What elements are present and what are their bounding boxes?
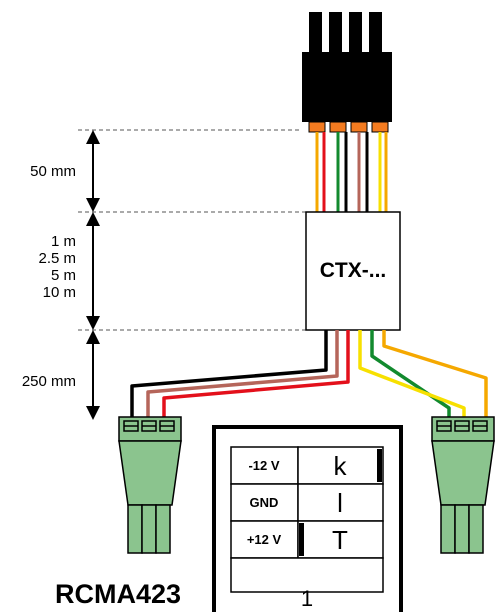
pin-label-plus-12v: +12 V — [247, 532, 282, 547]
module-label: CTX-... — [320, 259, 387, 282]
top-connector — [302, 12, 392, 133]
left-cable — [130, 330, 350, 418]
right-cable — [358, 330, 488, 418]
cable-length-label-4: 10 m — [43, 284, 76, 301]
pinout-row: +12 V T — [230, 520, 384, 559]
cable-length-label-3: 5 m — [51, 267, 76, 284]
pinout-row: -12 V k — [230, 446, 384, 485]
pin-label-gnd: GND — [250, 495, 279, 510]
pinout-table: -12 V k GND l +12 V T 1 — [212, 425, 403, 612]
pinout-row: GND l — [230, 483, 384, 522]
pin-symbol-plus-12v: T — [332, 525, 348, 555]
reference-lines — [78, 129, 306, 331]
product-name: RCMA423 — [55, 579, 181, 609]
right-terminal-block — [431, 416, 495, 554]
top-length-label: 50 mm — [30, 163, 76, 180]
dimension-arrows — [86, 130, 100, 420]
bottom-length-label: 250 mm — [22, 373, 76, 390]
upper-wires — [315, 132, 388, 212]
ctx-module: CTX-... — [305, 211, 401, 331]
pin-symbol-gnd: l — [337, 488, 343, 518]
cable-length-label-2: 2.5 m — [38, 250, 76, 267]
pin-symbol-minus-12v: k — [334, 451, 348, 481]
pinout-footer-number: 1 — [301, 586, 313, 611]
cable-length-label-1: 1 m — [51, 233, 76, 250]
pin-label-minus-12v: -12 V — [248, 458, 279, 473]
left-terminal-block — [118, 416, 182, 554]
